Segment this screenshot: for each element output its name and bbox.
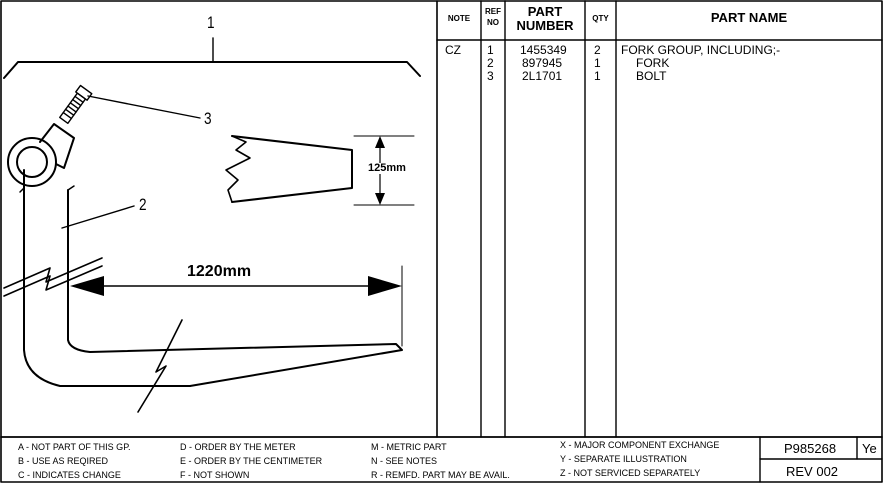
qty: 1 (594, 69, 601, 83)
length-dimension-label: 1220mm (187, 263, 252, 280)
height-dimension-label: 125mm (367, 162, 407, 174)
document-number: P985268 (784, 441, 837, 456)
part-name: FORK GROUP, INCLUDING;- (621, 43, 781, 57)
revision-number: REV 002 (786, 464, 839, 479)
ref-no: 3 (487, 69, 494, 83)
fork-blade-top (67, 329, 403, 387)
qty: 1 (594, 56, 601, 70)
legend-item: M - METRIC PART (371, 442, 447, 452)
part-name: BOLT (636, 69, 667, 83)
legend-item: N - SEE NOTES (371, 456, 438, 466)
callout-1: 1 (207, 13, 215, 32)
legend-item: E - ORDER BY THE CENTIMETER (180, 456, 323, 466)
legend-item: A - NOT PART OF THIS GP. (18, 442, 131, 452)
legend-item: C - INDICATES CHANGE (18, 470, 121, 480)
bolt-boss (39, 123, 75, 169)
header-note: NOTE (447, 14, 471, 23)
height-arrow-top (375, 136, 385, 148)
section-break (225, 135, 251, 203)
callout-2-leader (61, 205, 135, 229)
header-part-line2: NUMBER (516, 17, 574, 33)
part-number: 1455349 (520, 43, 567, 57)
header-part-name: PART NAME (710, 10, 788, 25)
part-name: FORK (636, 56, 670, 70)
document-suffix: Ye (862, 441, 877, 456)
callout-3-leader (87, 95, 201, 119)
header-ref-line1: REF (485, 7, 501, 16)
callout-3: 3 (204, 109, 212, 128)
hook-inner (16, 146, 48, 178)
group-bracket (3, 61, 421, 79)
length-arrow-right (368, 276, 402, 296)
legend-item: F - NOT SHOWN (180, 470, 250, 480)
fork-heel-outer (23, 329, 141, 387)
legend-item: Z - NOT SERVICED SEPARATELY (560, 468, 701, 478)
callout-2: 2 (139, 195, 147, 214)
ref-no: 1 (487, 43, 494, 57)
header-part-number: PART NUMBER (505, 5, 585, 32)
blade-break (137, 319, 183, 413)
shank-break-lower (3, 265, 103, 297)
shank-break-upper (3, 257, 103, 289)
note-value: CZ (445, 43, 461, 57)
ref-no: 2 (487, 56, 494, 70)
legend-item: B - USE AS REQIRED (18, 456, 109, 466)
legend-item: D - ORDER BY THE METER (180, 442, 296, 452)
header-part-line1: PART (527, 4, 563, 19)
qty: 2 (594, 43, 601, 57)
header-ref-no: REF NO (481, 7, 505, 28)
bolt (59, 84, 93, 124)
legend-item: R - REMFD. PART MAY BE AVAIL. (371, 470, 510, 480)
height-arrow-bottom (375, 193, 385, 205)
length-arrow-left (70, 276, 104, 296)
hook-outer (7, 137, 57, 187)
section-outline (231, 135, 353, 203)
header-qty: QTY (592, 14, 609, 23)
header-ref-line2: NO (487, 18, 499, 28)
legend-item: Y - SEPARATE ILLUSTRATION (560, 454, 687, 464)
legend-item: X - MAJOR COMPONENT EXCHANGE (560, 440, 720, 450)
part-number: 2L1701 (522, 69, 563, 83)
part-number: 897945 (522, 56, 563, 70)
